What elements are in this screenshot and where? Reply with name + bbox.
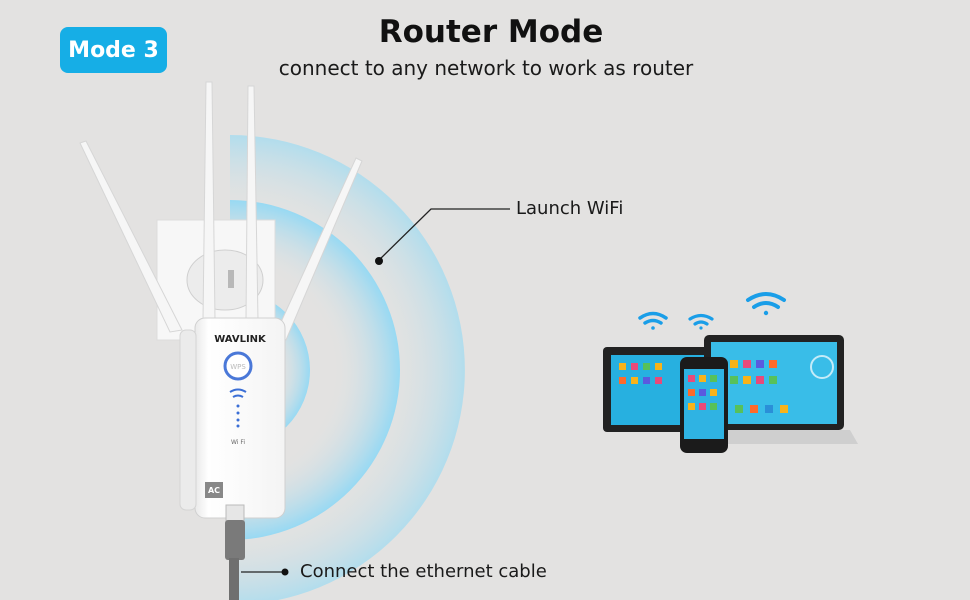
devices-illustration	[603, 335, 858, 453]
wifi-icon	[638, 292, 786, 330]
ethernet-cable	[225, 504, 245, 600]
page-subtitle: connect to any network to work as router	[278, 56, 694, 80]
svg-text:AC: AC	[208, 486, 220, 495]
brand-logo: WAVLINK	[214, 334, 267, 345]
launch-wifi-callout: Launch WiFi	[516, 198, 624, 219]
page-title: Router Mode	[378, 14, 604, 50]
svg-text:Wi Fi: Wi Fi	[231, 439, 245, 446]
svg-text:WPS: WPS	[230, 363, 246, 371]
antenna-icons	[79, 81, 363, 341]
ethernet-callout: Connect the ethernet cable	[300, 561, 547, 582]
mode-badge: Mode 3	[60, 27, 167, 73]
